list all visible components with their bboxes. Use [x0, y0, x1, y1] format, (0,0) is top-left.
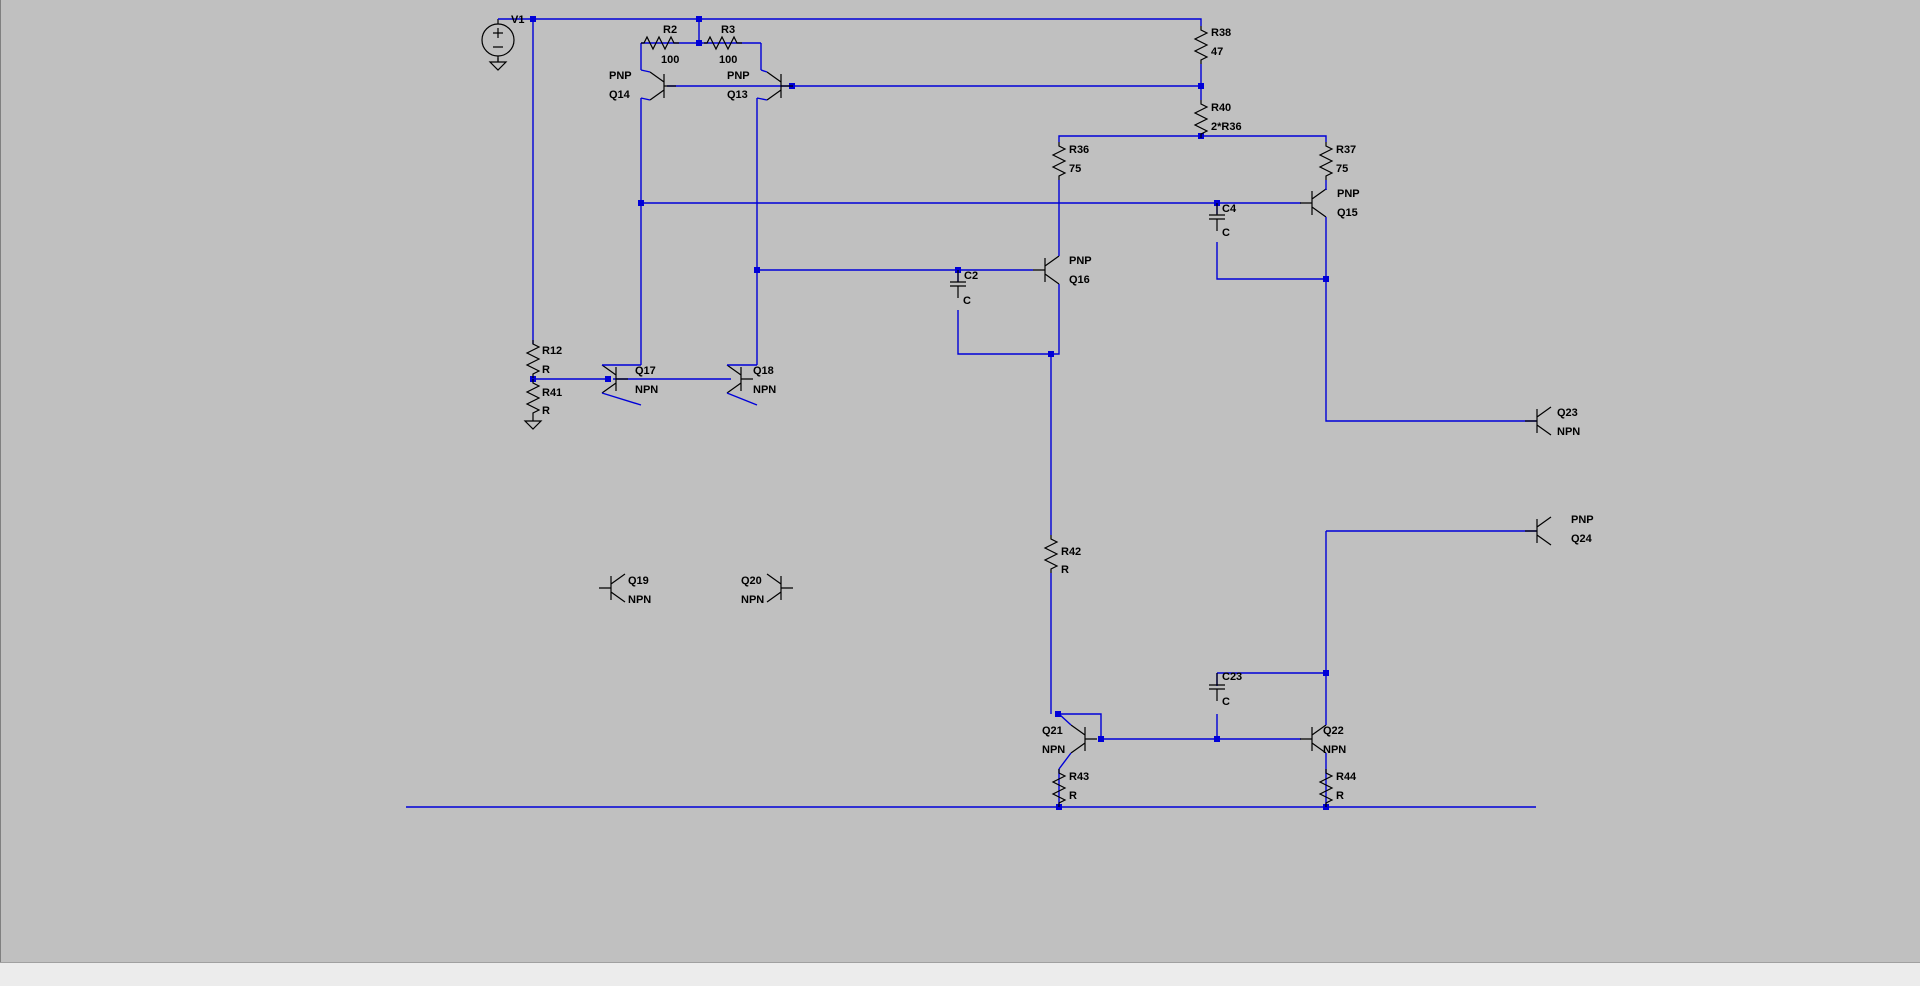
r37-ref: R37: [1336, 144, 1356, 156]
r3-ref: R3: [721, 24, 735, 36]
r43-value: R: [1069, 790, 1077, 802]
resistor-r36[interactable]: R36 75: [1052, 141, 1089, 181]
status-bar: [0, 962, 1920, 986]
r43-ref: R43: [1069, 771, 1089, 783]
transistor-q13[interactable]: PNP Q13: [727, 69, 794, 101]
resistor-r38[interactable]: R38 47: [1194, 25, 1231, 65]
capacitor-c23[interactable]: C23 C: [1208, 671, 1242, 708]
q20-ref: Q20: [741, 575, 762, 587]
resistor-r42[interactable]: R42 R: [1044, 534, 1081, 576]
v1-label: V1: [511, 14, 524, 26]
r12-value: R: [542, 364, 550, 376]
r2-value: 100: [661, 54, 679, 66]
q20-type: NPN: [741, 594, 764, 606]
q19-ref: Q19: [628, 575, 649, 587]
q18-ref: Q18: [753, 365, 774, 377]
r3-value: 100: [719, 54, 737, 66]
r44-ref: R44: [1336, 771, 1357, 783]
r41-ref: R41: [542, 387, 562, 399]
c2-ref: C2: [964, 270, 978, 282]
r38-value: 47: [1211, 46, 1223, 58]
r12-ref: R12: [542, 345, 562, 357]
transistor-q15[interactable]: PNP Q15: [1299, 188, 1360, 219]
q24-type: PNP: [1571, 514, 1594, 526]
resistor-r12[interactable]: R12 R: [526, 339, 562, 379]
transistor-q20[interactable]: Q20 NPN: [741, 573, 794, 606]
q22-ref: Q22: [1323, 725, 1344, 737]
transistor-q23[interactable]: Q23 NPN: [1524, 406, 1580, 438]
resistor-r41[interactable]: R41 R: [524, 378, 562, 430]
transistor-q22[interactable]: Q22 NPN: [1299, 712, 1346, 769]
q21-type: NPN: [1042, 744, 1065, 756]
resistor-r3[interactable]: R3 100: [703, 24, 743, 66]
r42-ref: R42: [1061, 546, 1081, 558]
voltage-source-v1[interactable]: V1: [481, 14, 533, 71]
junctions: [530, 16, 1329, 810]
transistor-q16[interactable]: PNP Q16: [1031, 250, 1092, 286]
r36-value: 75: [1069, 163, 1081, 175]
schematic-drawing: V1 R2 100 R3 100 R38 47 R40 2*R36 R36 75…: [406, 14, 1594, 810]
transistor-q19[interactable]: Q19 NPN: [598, 573, 651, 606]
q14-ref: Q14: [609, 89, 631, 101]
r37-value: 75: [1336, 163, 1348, 175]
q17-type: NPN: [635, 384, 658, 396]
c4-value: C: [1222, 227, 1230, 239]
r40-ref: R40: [1211, 102, 1231, 114]
q14-type: PNP: [609, 70, 632, 82]
q13-ref: Q13: [727, 89, 748, 101]
transistor-q21[interactable]: Q21 NPN: [1042, 713, 1098, 770]
r40-value: 2*R36: [1211, 121, 1242, 133]
q23-ref: Q23: [1557, 407, 1578, 419]
q15-ref: Q15: [1337, 207, 1358, 219]
c23-ref: C23: [1222, 671, 1242, 683]
r38-ref: R38: [1211, 27, 1231, 39]
c23-value: C: [1222, 696, 1230, 708]
r42-value: R: [1061, 564, 1069, 576]
q13-type: PNP: [727, 70, 750, 82]
transistor-q24[interactable]: PNP Q24: [1524, 514, 1594, 546]
q16-ref: Q16: [1069, 274, 1090, 286]
resistor-r2[interactable]: R2 100: [640, 24, 680, 66]
q23-type: NPN: [1557, 426, 1580, 438]
r41-value: R: [542, 405, 550, 417]
c2-value: C: [963, 295, 971, 307]
capacitor-c4[interactable]: C4 C: [1208, 202, 1237, 239]
resistor-r40[interactable]: R40 2*R36: [1194, 99, 1242, 139]
q24-ref: Q24: [1571, 533, 1593, 545]
q21-ref: Q21: [1042, 725, 1063, 737]
resistor-r44[interactable]: R44 R: [1319, 768, 1357, 808]
q15-type: PNP: [1337, 188, 1360, 200]
schematic-canvas[interactable]: V1 R2 100 R3 100 R38 47 R40 2*R36 R36 75…: [0, 0, 1920, 962]
r36-ref: R36: [1069, 144, 1089, 156]
r2-ref: R2: [663, 24, 677, 36]
q19-type: NPN: [628, 594, 651, 606]
q22-type: NPN: [1323, 744, 1346, 756]
capacitor-c2[interactable]: C2 C: [949, 269, 978, 307]
transistor-q14[interactable]: PNP Q14: [609, 69, 677, 101]
transistor-q18[interactable]: Q18 NPN: [726, 364, 776, 406]
q16-type: PNP: [1069, 255, 1092, 267]
wires: [406, 18, 1537, 808]
transistor-q17[interactable]: Q17 NPN: [601, 364, 658, 406]
r44-value: R: [1336, 790, 1344, 802]
q17-ref: Q17: [635, 365, 656, 377]
resistor-r43[interactable]: R43 R: [1052, 768, 1089, 808]
q18-type: NPN: [753, 384, 776, 396]
c4-ref: C4: [1222, 203, 1237, 215]
resistor-r37[interactable]: R37 75: [1319, 141, 1356, 181]
